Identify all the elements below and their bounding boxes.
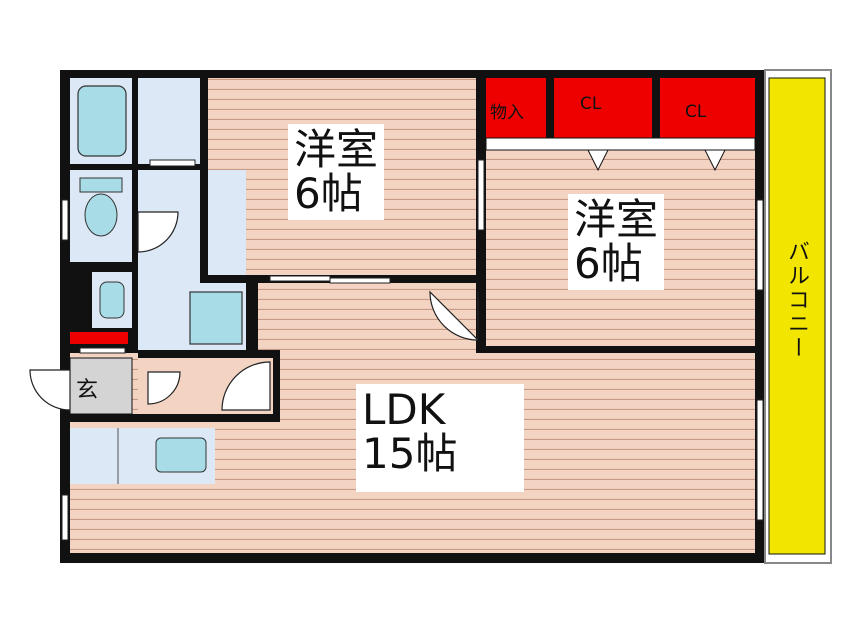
ldk-label: LDK 15帖 <box>356 384 524 492</box>
western-room-2-size: 6帖 <box>574 239 643 289</box>
western-room-1-size: 6帖 <box>294 169 363 219</box>
sliding-doors <box>79 159 485 354</box>
windows <box>61 199 764 541</box>
wall <box>200 78 208 283</box>
toilet-bowl <box>84 193 118 237</box>
western-room-2-name: 洋室 <box>574 195 659 244</box>
closet-1-label: CL <box>580 94 602 114</box>
wall <box>70 414 280 422</box>
wall <box>70 262 138 272</box>
shoe-box <box>70 332 128 344</box>
closet-2-box <box>660 78 755 138</box>
closet-2-label: CL <box>685 102 707 122</box>
western-room-1-name: 洋室 <box>294 125 379 174</box>
wall <box>132 78 138 348</box>
closet-rail <box>485 137 756 151</box>
wash-basin <box>99 281 125 319</box>
storage-box <box>486 78 546 138</box>
closet-door-marker <box>587 149 609 172</box>
western-room-2-label: 洋室 6帖 <box>568 194 665 291</box>
closet-door-marker <box>704 149 726 172</box>
storage-label: 物入 <box>490 103 524 123</box>
washing-machine <box>189 291 243 345</box>
wall <box>250 283 258 353</box>
closet-1-box <box>554 78 652 138</box>
wall <box>246 283 252 350</box>
door-arcs <box>29 211 479 411</box>
entrance-label: 玄 <box>75 378 98 403</box>
ldk-name: LDK <box>362 385 446 434</box>
ldk-size: 15帖 <box>362 429 458 479</box>
wall <box>486 346 755 353</box>
wall <box>70 164 200 170</box>
wall <box>273 350 280 422</box>
balcony-label: バルコニー <box>784 240 809 360</box>
bathtub <box>77 85 127 157</box>
toilet-tank <box>79 177 123 193</box>
entrance-floor <box>69 357 133 415</box>
kitchen-sink <box>155 437 207 473</box>
western-room-1-label: 洋室 6帖 <box>288 124 385 221</box>
wall <box>138 350 278 358</box>
balcony-floor <box>768 77 826 555</box>
